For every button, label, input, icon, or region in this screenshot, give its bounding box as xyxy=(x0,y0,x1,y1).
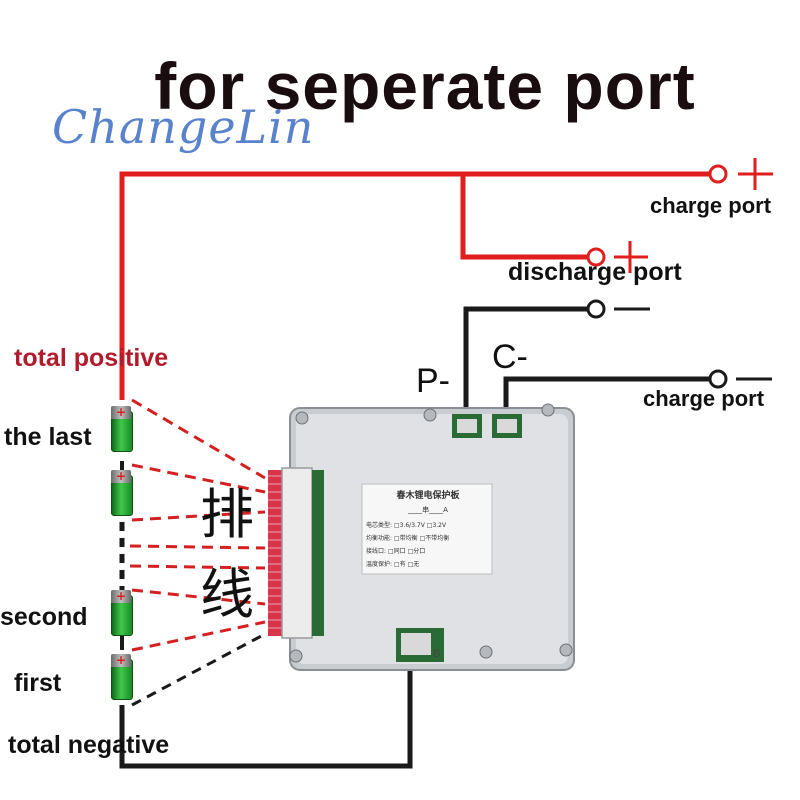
board-label-row: 温度保护: □有 □无 xyxy=(366,561,420,568)
total-negative-label: total negative xyxy=(8,731,170,759)
battery-cell-last: + xyxy=(111,406,133,452)
cable-label-chinese-1: 排 xyxy=(200,483,254,546)
first-label: first xyxy=(14,669,62,697)
balance-lead xyxy=(129,544,266,550)
balance-lead xyxy=(131,398,266,480)
balance-connector xyxy=(281,467,313,639)
charge-negative-terminal xyxy=(708,369,728,389)
p-minus-label: P- xyxy=(416,362,450,400)
protection-board xyxy=(281,403,575,671)
board-label xyxy=(361,483,493,575)
charge-port-label-bottom: charge port xyxy=(643,386,765,411)
battery-cell-second: + xyxy=(111,590,133,636)
board-label-row: 均衡功能: □带均衡 □不带均衡 xyxy=(366,535,450,542)
balance-leads xyxy=(129,398,266,652)
board-label-row: 接线口: □同口 □分口 xyxy=(366,548,426,555)
the-last-label: the last xyxy=(4,423,92,451)
charge-port-positive-terminal xyxy=(708,164,728,184)
positive-wire xyxy=(119,171,716,400)
c-minus-label: C- xyxy=(492,338,528,376)
screw xyxy=(289,649,303,663)
board-label-row: 电芯类型: □3.6/3.7V □3.2V xyxy=(366,522,447,529)
balance-lead xyxy=(131,588,266,606)
charge-port-label-top: charge port xyxy=(650,193,772,218)
discharge-port-positive-terminal xyxy=(586,247,606,267)
second-label: second xyxy=(0,603,88,631)
discharge-negative-terminal xyxy=(586,299,606,319)
total-negative-wire xyxy=(119,655,413,769)
c-minus-wire xyxy=(503,376,714,418)
battery-cell-first: + xyxy=(111,654,133,700)
watermark-logo: ChangeLin xyxy=(52,100,315,154)
screw xyxy=(559,643,573,657)
battery-cell: + xyxy=(111,470,133,516)
p-minus-wire xyxy=(463,306,592,418)
balance-lead xyxy=(131,463,266,494)
board-label-series: ____串____A xyxy=(408,506,448,514)
screw xyxy=(295,411,309,425)
discharge-branch-wire xyxy=(460,174,594,260)
board-label-title: 春木锂电保护板 xyxy=(396,491,460,501)
cable-label-chinese-2: 线 xyxy=(200,563,254,626)
b-marker: B xyxy=(433,648,441,660)
total-positive-label: total positive xyxy=(14,344,169,372)
screw xyxy=(479,645,493,659)
balance-lead xyxy=(131,510,266,522)
balance-lead xyxy=(131,620,266,652)
discharge-port-label: discharge port xyxy=(508,258,682,286)
page-title: for seperate port xyxy=(154,49,696,123)
board-label-text: 春木锂电保护板 ____串____A 电芯类型: □3.6/3.7V □3.2V… xyxy=(366,488,490,568)
screw xyxy=(541,403,555,417)
negative-sense-lead xyxy=(131,632,266,707)
screw xyxy=(423,408,437,422)
balance-lead xyxy=(129,564,266,570)
